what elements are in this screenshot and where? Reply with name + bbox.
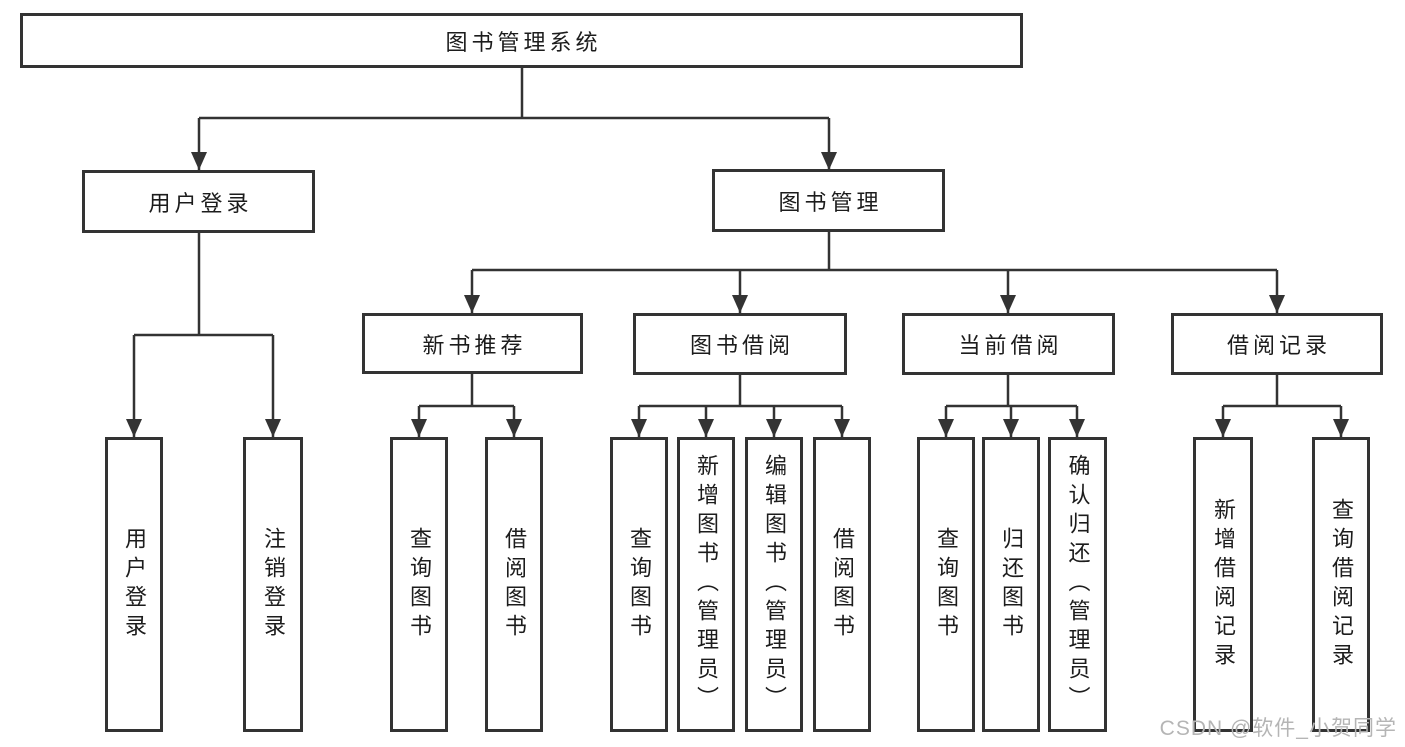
node-borrow-records: 借阅记录 <box>1171 313 1383 375</box>
leaf-borrow-book-1-label: 借阅图书 <box>502 526 527 643</box>
leaf-edit-book-admin-label: 编辑图书（管理员） <box>762 454 787 715</box>
node-borrow-records-label: 借阅记录 <box>1226 333 1331 358</box>
leaf-add-book-admin: 新增图书（管理员） <box>677 437 735 732</box>
leaf-confirm-return-admin-label: 确认归还（管理员） <box>1065 454 1091 715</box>
leaf-add-borrow-record: 新增借阅记录 <box>1193 437 1253 732</box>
node-root-label: 图书管理系统 <box>445 29 602 55</box>
leaf-add-book-admin-label: 新增图书（管理员） <box>694 454 719 715</box>
node-user-login: 用户登录 <box>82 170 315 233</box>
leaf-add-borrow-record-label: 新增借阅记录 <box>1211 497 1236 672</box>
leaf-query-borrow-record-label: 查询借阅记录 <box>1329 497 1354 672</box>
leaf-query-book-2: 查询图书 <box>610 437 668 732</box>
node-current-borrow-label: 当前借阅 <box>958 333 1063 358</box>
node-book-borrow: 图书借阅 <box>633 313 847 375</box>
node-book-borrow-label: 图书借阅 <box>689 333 794 358</box>
leaf-query-book-1: 查询图书 <box>390 437 448 732</box>
node-new-book-recommend-label: 新书推荐 <box>422 332 527 358</box>
leaf-return-book-label: 归还图书 <box>999 526 1024 643</box>
leaf-edit-book-admin: 编辑图书（管理员） <box>745 437 803 732</box>
leaf-query-book-3: 查询图书 <box>917 437 975 732</box>
leaf-borrow-book-1: 借阅图书 <box>485 437 543 732</box>
node-new-book-recommend: 新书推荐 <box>362 313 583 374</box>
node-root: 图书管理系统 <box>20 13 1023 68</box>
leaf-logout: 注销登录 <box>243 437 303 732</box>
node-current-borrow: 当前借阅 <box>902 313 1115 375</box>
leaf-query-book-1-label: 查询图书 <box>407 526 432 643</box>
leaf-borrow-book-2-label: 借阅图书 <box>830 526 855 643</box>
leaf-borrow-book-2: 借阅图书 <box>813 437 871 732</box>
node-book-management: 图书管理 <box>712 169 945 232</box>
leaf-confirm-return-admin: 确认归还（管理员） <box>1048 437 1107 732</box>
leaf-return-book: 归还图书 <box>982 437 1040 732</box>
leaf-logout-label: 注销登录 <box>261 526 286 643</box>
leaf-query-borrow-record: 查询借阅记录 <box>1312 437 1370 732</box>
leaf-user-login: 用户登录 <box>105 437 163 732</box>
node-book-management-label: 图书管理 <box>778 189 883 215</box>
leaf-query-book-3-label: 查询图书 <box>934 526 959 643</box>
leaf-user-login-label: 用户登录 <box>122 526 147 643</box>
node-user-login-label: 用户登录 <box>148 190 253 216</box>
leaf-query-book-2-label: 查询图书 <box>627 526 652 643</box>
watermark: CSDN @软件_小贺同学 <box>1159 717 1397 740</box>
